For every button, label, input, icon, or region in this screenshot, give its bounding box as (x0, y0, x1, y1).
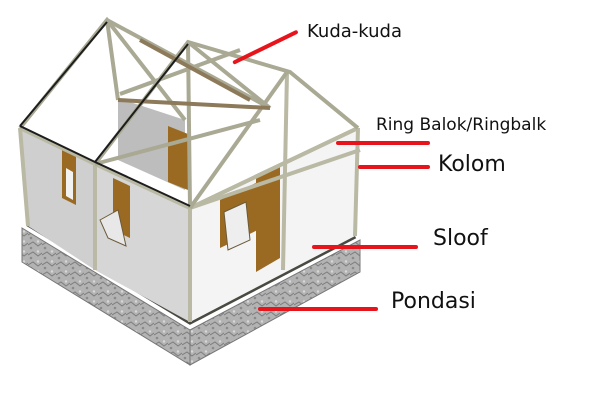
label-ring-balok: Ring Balok/Ringbalk (376, 115, 547, 135)
leader-line-sloof (312, 245, 418, 249)
label-kuda-kuda: Kuda-kuda (307, 21, 403, 42)
leader-line-kolom (358, 165, 430, 169)
roof-truss (18, 16, 360, 210)
leader-line-ring-balok (336, 141, 430, 145)
roof-truss-edges (19, 21, 191, 207)
label-pondasi: Pondasi (391, 289, 476, 314)
foundation (21, 227, 361, 366)
windows-doors (62, 126, 280, 272)
label-kolom: Kolom (438, 152, 506, 177)
frame (18, 71, 361, 322)
label-sloof: Sloof (433, 226, 488, 251)
leader-line-pondasi (258, 307, 378, 311)
